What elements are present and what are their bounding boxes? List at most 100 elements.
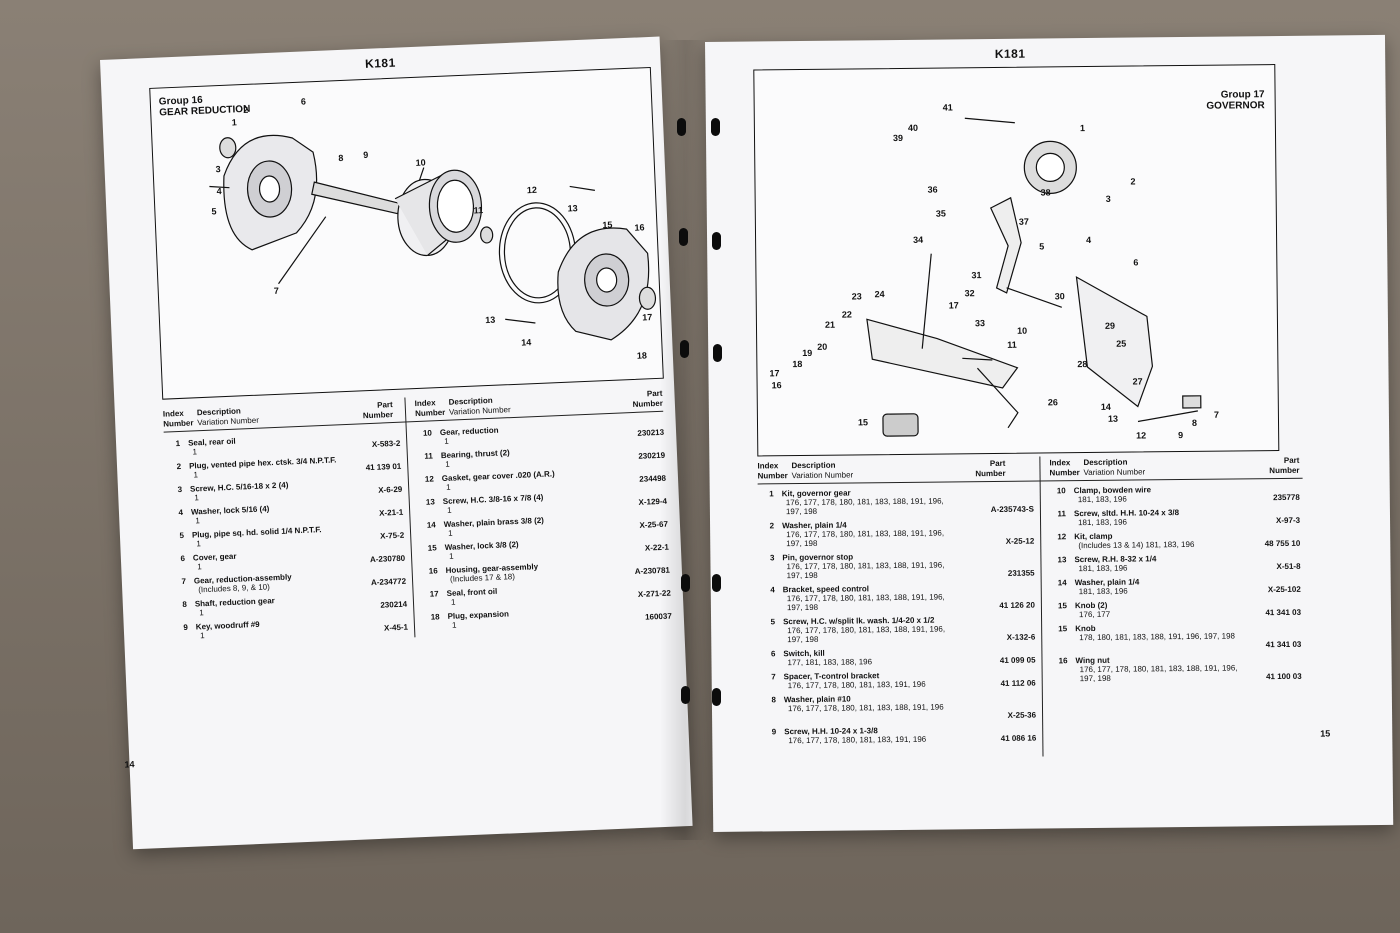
callout-9: 9	[363, 150, 368, 160]
header-description: Description	[196, 406, 242, 418]
index-number: 10	[1056, 486, 1066, 496]
callout-17: 17	[642, 312, 652, 322]
index-number: 6	[180, 553, 186, 564]
column-divider	[1039, 456, 1044, 757]
header-index: Index	[757, 461, 779, 471]
variation-number: 1	[451, 620, 457, 630]
right-table-header-1: Index Number Description Variation Numbe…	[757, 459, 1005, 481]
part-description: Kit, clamp	[1074, 531, 1113, 542]
part-number: X-45-1	[383, 622, 409, 633]
callout-11: 11	[1007, 340, 1017, 350]
header-part: Part	[989, 458, 1006, 469]
header-number: Number	[1049, 468, 1080, 478]
callout-3: 3	[1106, 194, 1111, 204]
callout-8: 8	[338, 153, 343, 163]
variation-numbers: 176, 177, 178, 180, 181, 183, 191, 196	[788, 734, 927, 746]
callout-33: 33	[975, 318, 985, 328]
index-number: 11	[424, 451, 434, 461]
callout-28: 28	[1077, 359, 1087, 369]
header-variation: Variation Number	[197, 415, 260, 428]
part-number: A-234772	[370, 576, 407, 588]
callout-10: 10	[1017, 326, 1027, 336]
header-index: Index	[1049, 458, 1071, 468]
gear-reduction-diagram: Group 16 GEAR REDUCTION	[149, 66, 664, 400]
index-number: 12	[1057, 532, 1067, 542]
index-number: 17	[429, 589, 439, 599]
header-part-number: Number	[632, 398, 664, 409]
part-description: Gear, reduction	[439, 425, 499, 438]
variation-number: 1	[193, 470, 199, 480]
variation-number: 1	[197, 562, 202, 572]
part-description: Wing nut	[1075, 655, 1110, 666]
left-table-header-2: Index Number Description Variation Numbe…	[414, 389, 663, 418]
punch-hole	[677, 118, 686, 136]
callout-1: 1	[232, 117, 237, 127]
part-number: X-75-2	[379, 530, 405, 541]
part-number: X-21-1	[379, 507, 404, 518]
variation-number: 1	[446, 505, 452, 515]
part-number: X-25-12	[1005, 536, 1035, 546]
variation-numbers: 181, 183, 196	[1077, 494, 1127, 505]
callout-39: 39	[893, 133, 903, 143]
callout-3: 3	[215, 164, 220, 174]
callout-6: 6	[301, 96, 306, 106]
part-description: Shaft, reduction gear	[194, 596, 275, 609]
part-description: Cover, gear	[192, 551, 237, 563]
index-number: 15	[427, 543, 437, 553]
index-number: 4	[770, 585, 775, 595]
callout-29: 29	[1105, 321, 1115, 331]
variation-numbers: 176, 177, 178, 180, 181, 183, 191, 196	[787, 679, 926, 691]
variation-numbers: 181, 183, 196	[1078, 586, 1128, 597]
variation-number: (Includes 17 & 18)	[449, 572, 516, 584]
header-variation: Variation Number	[448, 405, 511, 417]
callout-8: 8	[1192, 418, 1197, 428]
punch-hole	[679, 228, 688, 246]
punch-hole	[681, 574, 690, 592]
callout-11: 11	[473, 205, 483, 215]
header-part-number: Number	[362, 410, 394, 421]
part-description: Screw, H.C. 5/16-18 x 2 (4)	[189, 480, 289, 494]
variation-numbers: 177, 181, 183, 188, 196	[787, 657, 873, 668]
variation-number: 1	[192, 447, 198, 457]
punch-hole	[711, 118, 720, 136]
part-number: X-583-2	[371, 438, 401, 449]
left-table-header-1: Index Number Description Variation Numbe…	[163, 400, 394, 429]
callout-34: 34	[913, 235, 923, 245]
variation-numbers: 176, 177, 178, 180, 181, 183, 188, 191, …	[786, 592, 945, 613]
header-part: Part	[376, 400, 393, 410]
callout-16: 16	[634, 222, 644, 232]
header-index: Index	[414, 398, 436, 409]
callout-5: 5	[1039, 241, 1044, 251]
callout-17: 17	[949, 300, 959, 310]
part-number: 41 100 03	[1266, 671, 1302, 682]
part-number: A-230780	[369, 553, 406, 565]
governor-diagram: Group 17 GOVERNOR	[753, 64, 1280, 457]
header-part-number: Number	[1269, 465, 1300, 476]
callout-16: 16	[772, 380, 782, 390]
callout-37: 37	[1019, 217, 1029, 227]
punch-hole	[712, 688, 721, 706]
callout-2: 2	[243, 105, 248, 115]
index-number: 5	[179, 530, 185, 541]
part-number: 41 139 01	[365, 461, 402, 473]
variation-number: 1	[196, 539, 201, 549]
part-number: 41 086 16	[1000, 733, 1037, 743]
header-description: Description	[448, 395, 493, 407]
index-number: 7	[771, 672, 776, 682]
book-gutter	[660, 40, 710, 840]
variation-numbers: 181, 183, 196	[1078, 517, 1128, 528]
callout-20: 20	[817, 342, 827, 352]
callout-36: 36	[928, 185, 938, 195]
index-number: 16	[428, 566, 438, 576]
callout-41: 41	[943, 102, 953, 112]
variation-number: 1	[195, 516, 201, 526]
